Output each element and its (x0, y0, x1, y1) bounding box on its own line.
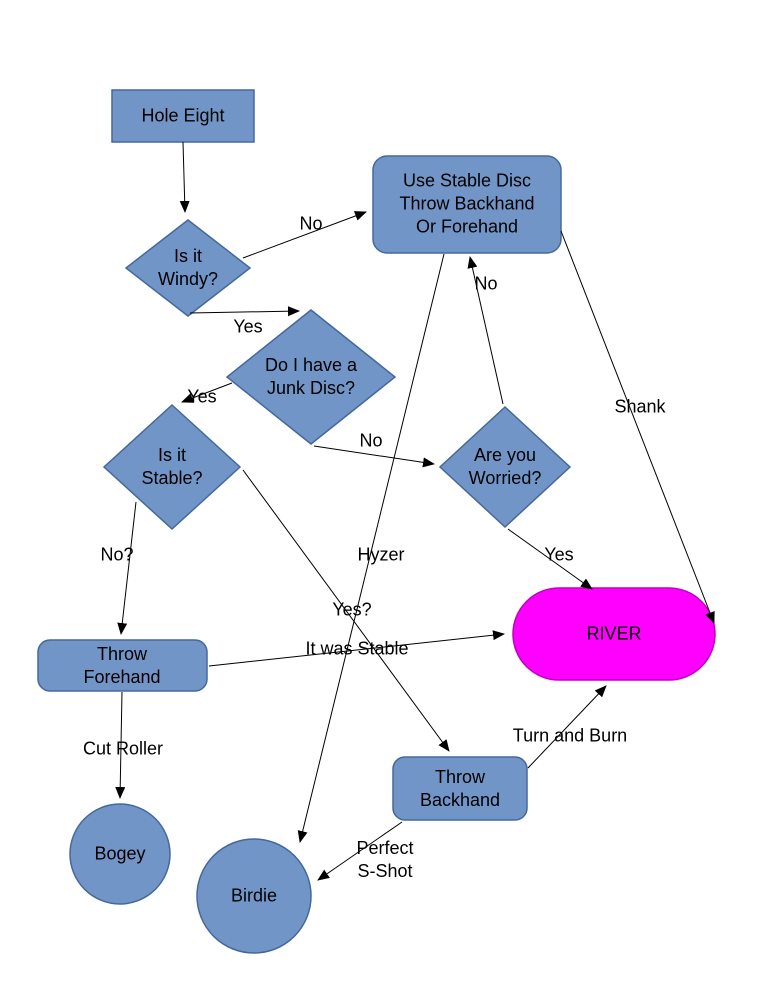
edge-worried-to-river (507, 528, 593, 590)
edge-windy-to-stable-disc (242, 211, 367, 259)
edge-is-stable-to-throw-forehand (117, 501, 137, 635)
river-node (512, 587, 716, 681)
throw-backhand-node (392, 756, 528, 821)
are-you-worried-node (438, 405, 572, 529)
edge-worried-to-stable-disc (467, 256, 504, 405)
edge-junk-disc-to-worried (313, 445, 435, 468)
hole-eight-node (111, 89, 255, 143)
junk-disc-node (225, 309, 397, 445)
birdie-node (196, 838, 312, 954)
edge-throw-backhand-to-river (527, 685, 607, 769)
edge-throw-forehand-to-river (208, 630, 505, 667)
throw-forehand-node (37, 639, 208, 692)
edge-throw-forehand-to-bogey (115, 691, 126, 799)
edge-windy-to-junk-disc (189, 306, 300, 317)
edge-stable-disc-to-birdie-hyzer (297, 253, 445, 843)
is-it-stable-node (102, 403, 242, 531)
edge-stable-disc-to-river-shank (560, 230, 715, 624)
edge-junk-disc-to-is-stable (181, 382, 233, 403)
bogey-node (69, 803, 171, 905)
edge-throw-backhand-to-birdie (317, 821, 403, 881)
edge-hole-eight-to-windy (179, 141, 190, 213)
use-stable-disc-node (372, 155, 562, 254)
is-it-windy-node (124, 219, 252, 317)
edge-is-stable-to-throw-backhand (242, 469, 450, 752)
